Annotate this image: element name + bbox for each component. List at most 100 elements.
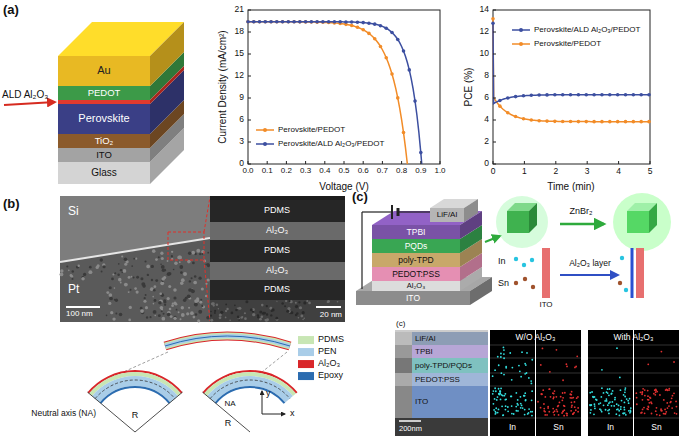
tick-label: 6 (484, 93, 489, 102)
tem-band (210, 262, 345, 280)
element-dot (594, 408, 596, 410)
element-dot (549, 371, 551, 373)
element-dot (520, 403, 522, 405)
panel-letter: (b) (3, 197, 20, 211)
data-marker (600, 93, 604, 97)
element-dot (494, 413, 496, 415)
element-dot (499, 394, 501, 396)
element-dot (513, 413, 515, 415)
element-dot (562, 379, 564, 381)
tem-grain (262, 312, 265, 315)
element-dot (520, 407, 522, 409)
element-dot (552, 398, 554, 400)
element-dot (552, 408, 554, 410)
element-dot (559, 402, 561, 404)
tick-label: 3 (585, 167, 590, 176)
sem-grain (161, 310, 163, 312)
element-dot (515, 392, 517, 394)
image-label: Si (68, 205, 79, 218)
axis-letter: y (266, 389, 271, 399)
element-dot (666, 402, 668, 404)
element-dot (672, 395, 674, 397)
data-marker (252, 20, 256, 24)
sem-grain (140, 277, 143, 280)
element-dot (603, 404, 605, 406)
tick-label: 4 (484, 115, 489, 124)
element-dot (608, 409, 610, 411)
element-dot (505, 398, 507, 400)
process-arrow (485, 236, 500, 242)
legend-item: Al₂O₃ (298, 359, 340, 369)
zoom-box (168, 232, 204, 260)
element-dot (495, 390, 497, 392)
tem-grain (337, 301, 339, 303)
element-dot (530, 380, 532, 382)
element-dot (497, 396, 499, 398)
element-dot (674, 412, 676, 414)
element-dot (541, 393, 543, 395)
quantum-dot-cube (627, 211, 649, 233)
data-marker (275, 20, 279, 24)
tick-mark (650, 161, 651, 164)
panel-letter: (a) (3, 3, 19, 17)
sem-grain (173, 317, 176, 320)
element-dot (524, 409, 526, 411)
element-dot (527, 413, 529, 415)
legend-text: PDMS (318, 335, 344, 345)
tem-band (210, 300, 345, 322)
element-dot (562, 392, 564, 394)
element-dot (574, 401, 576, 403)
element-dot (505, 405, 507, 407)
layer-box: Al₂O₃ (372, 281, 460, 291)
tick-mark (493, 161, 494, 164)
sem-grain (193, 281, 197, 285)
sem-grain (200, 299, 202, 301)
layer-label: poly-TPD/PQDs (415, 361, 472, 370)
element-dot (502, 414, 504, 416)
element-dot (598, 403, 600, 405)
sem-grain (146, 316, 148, 318)
data-marker (419, 151, 423, 155)
image-label: Pt (68, 283, 79, 296)
tem-grain (225, 317, 227, 319)
layer-label: PEDOT (88, 88, 121, 98)
tem-grain (259, 310, 262, 313)
element-dot (624, 412, 626, 414)
element-dot (600, 409, 602, 411)
tick-mark (248, 32, 251, 33)
element-dot (515, 410, 517, 412)
element-dot (616, 403, 618, 405)
data-marker (530, 118, 534, 122)
element-dot (519, 370, 521, 372)
data-marker (373, 22, 377, 26)
tem-grain (214, 310, 216, 312)
map-header: With Al₂O₃ (614, 333, 654, 342)
tick-mark (248, 54, 251, 55)
cross-section-band (412, 373, 488, 386)
sem-grain (190, 311, 194, 315)
data-marker (281, 20, 285, 24)
map-grid-line (588, 345, 633, 346)
map-label: In (607, 423, 614, 432)
tem-grain (302, 319, 303, 320)
element-dot (655, 391, 657, 393)
element-dot (497, 356, 499, 358)
map-grid-line (536, 418, 581, 419)
element-dot (561, 399, 563, 401)
data-marker (537, 93, 541, 97)
panel-letter: (c) (352, 190, 368, 204)
element-label: Sn (498, 279, 509, 289)
sem-grain (206, 263, 209, 266)
radius-line (135, 392, 182, 432)
indium-atom (624, 288, 628, 292)
sem-grain (179, 265, 183, 269)
tem-grain (244, 317, 247, 320)
layer-label: TPBI (415, 347, 433, 356)
sem-grain (190, 277, 192, 279)
sem-grain (191, 289, 193, 291)
data-marker (396, 96, 400, 100)
sem-grain (60, 272, 64, 276)
sem-grain (160, 252, 163, 255)
tem-grain (308, 302, 311, 305)
data-marker (407, 68, 411, 72)
